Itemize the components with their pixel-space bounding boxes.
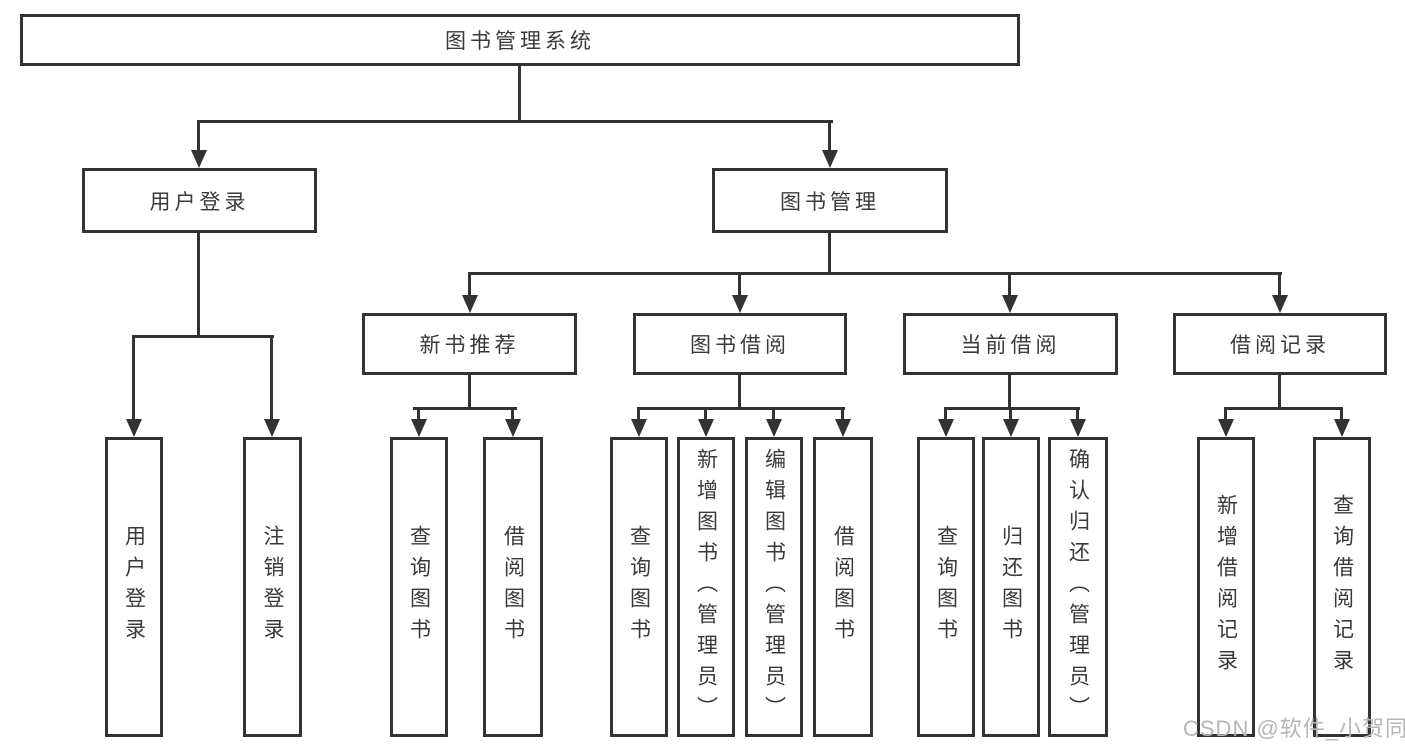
diagram-leaf-user-login: 用户登录 (105, 437, 163, 737)
leaf-label-query-books-borrow: 查询图书 (627, 525, 651, 649)
arrowhead-to-leaf-user-login (126, 419, 142, 437)
diagram-leaf-borrow-books: 借阅图书 (813, 437, 873, 737)
arrowhead-to-leaf-n8 (835, 419, 851, 437)
connector-borrow-record-bar (1224, 407, 1343, 410)
node-label-book-borrow: 图书借阅 (690, 334, 790, 357)
node-label-user-login: 用户登录 (149, 190, 250, 214)
arrowhead-to-leaf-n12 (1218, 419, 1234, 437)
arrowhead-to-leaf-n13 (1334, 419, 1350, 437)
connector-stem-to-leaf-n9 (944, 407, 947, 421)
arrowhead-to-leaf-n4 (505, 419, 521, 437)
connector-stem-to-leaf-n7 (772, 407, 775, 421)
diagram-leaf-edit-books-admin: 编辑图书（管理员） (745, 437, 803, 737)
arrowhead-to-leaf-n7 (766, 419, 782, 437)
node-label-current-borrow: 当前借阅 (960, 334, 1061, 357)
connector-current-borrow-bar (944, 407, 1080, 410)
leaf-label-logout: 注销登录 (261, 525, 284, 649)
leaf-label-borrow-books-recommend: 借阅图书 (501, 525, 525, 649)
connector-stem-to-leaf-n13 (1340, 407, 1343, 421)
leaf-label-query-books-recommend: 查询图书 (407, 525, 431, 649)
connector-stem-to-book-management (828, 120, 831, 152)
connector-user-login-bar (132, 335, 274, 338)
arrowhead-to-new-book (462, 295, 478, 313)
connector-new-book-bar (413, 407, 517, 410)
connector-borrow-record-stem (1278, 375, 1281, 410)
arrowhead-to-leaf-n9 (938, 419, 954, 437)
diagram-leaf-query-books-recommend: 查询图书 (390, 437, 448, 737)
leaf-label-query-borrow-record: 查询借阅记录 (1330, 494, 1354, 680)
arrowhead-to-current-borrow (1002, 295, 1018, 313)
connector-current-borrow-stem (1008, 375, 1011, 410)
arrowhead-to-leaf-n11 (1070, 419, 1086, 437)
connector-stem-to-book-borrow (738, 272, 741, 297)
connector-stem-to-leaf-n10 (1009, 407, 1012, 421)
leaf-label-user-login: 用户登录 (122, 525, 146, 649)
diagram-leaf-logout: 注销登录 (243, 437, 302, 737)
node-label-new-book-recommend: 新书推荐 (419, 334, 520, 357)
connector-user-login-stem (197, 233, 200, 335)
diagram-leaf-return-books: 归还图书 (982, 437, 1040, 737)
connector-stem-to-leaf-n4 (511, 407, 514, 421)
leaf-label-add-borrow-record: 新增借阅记录 (1214, 494, 1238, 680)
node-label-book-management: 图书管理 (780, 190, 880, 214)
arrowhead-to-user-login (191, 150, 207, 168)
connector-stem-to-new-book (468, 272, 471, 297)
diagram-leaf-query-books-current: 查询图书 (917, 437, 975, 737)
leaf-label-edit-books-admin: 编辑图书（管理员） (762, 447, 786, 727)
connector-stem-to-leaf-n11 (1076, 407, 1079, 421)
arrowhead-to-book-management (822, 150, 838, 168)
connector-stem-to-current-borrow (1008, 272, 1011, 297)
connector-root-bar (197, 120, 833, 123)
arrowhead-to-book-borrow (732, 295, 748, 313)
connector-stem-to-leaf-logout (270, 335, 273, 421)
diagram-leaf-add-borrow-record: 新增借阅记录 (1197, 437, 1255, 737)
connector-root-stem (518, 66, 521, 122)
connector-stem-to-leaf-n5 (637, 407, 640, 421)
leaf-label-query-books-current: 查询图书 (934, 525, 958, 649)
connector-book-management-stem (828, 232, 831, 274)
leaf-label-borrow-books: 借阅图书 (831, 525, 855, 649)
diagram-node-book-borrow: 图书借阅 (633, 313, 847, 375)
leaf-label-add-books-admin: 新增图书（管理员） (694, 447, 718, 727)
connector-stem-to-leaf-n3 (417, 407, 420, 421)
connector-book-borrow-stem (738, 375, 741, 410)
diagram-node-new-book-recommend: 新书推荐 (362, 313, 577, 375)
arrowhead-to-leaf-n6 (698, 419, 714, 437)
diagram-node-book-management: 图书管理 (712, 168, 948, 233)
diagram-node-borrow-record: 借阅记录 (1173, 313, 1387, 375)
connector-stem-to-leaf-n8 (841, 407, 844, 421)
arrowhead-to-leaf-n5 (631, 419, 647, 437)
diagram-node-current-borrow: 当前借阅 (903, 313, 1118, 375)
arrowhead-to-borrow-record (1272, 295, 1288, 313)
diagram-leaf-query-borrow-record: 查询借阅记录 (1313, 437, 1371, 737)
arrowhead-to-leaf-logout (264, 419, 280, 437)
node-label-borrow-record: 借阅记录 (1230, 334, 1330, 357)
connector-stem-to-user-login (197, 120, 200, 152)
connector-book-borrow-bar (637, 407, 845, 410)
diagram-leaf-query-books-borrow: 查询图书 (610, 437, 668, 737)
arrowhead-to-leaf-n3 (411, 419, 427, 437)
connector-new-book-stem (468, 375, 471, 410)
leaf-label-return-books: 归还图书 (999, 525, 1023, 649)
node-label-root: 图书管理系统 (445, 30, 595, 53)
diagram-leaf-add-books-admin: 新增图书（管理员） (677, 437, 735, 737)
diagram-node-user-login: 用户登录 (82, 168, 317, 233)
connector-stem-to-leaf-n6 (704, 407, 707, 421)
connector-stem-to-borrow-record (1278, 272, 1281, 297)
diagram-leaf-confirm-return-admin: 确认归还（管理员） (1048, 437, 1108, 737)
connector-stem-to-leaf-n12 (1224, 407, 1227, 421)
diagram-node-root: 图书管理系统 (20, 14, 1020, 66)
leaf-label-confirm-return-admin: 确认归还（管理员） (1066, 447, 1090, 727)
csdn-watermark: CSDN @软件_小贺同学 (1183, 716, 1405, 741)
arrowhead-to-leaf-n10 (1003, 419, 1019, 437)
connector-book-management-bar (468, 272, 1282, 275)
diagram-leaf-borrow-books-recommend: 借阅图书 (483, 437, 543, 737)
connector-stem-to-leaf-user-login (132, 335, 135, 421)
